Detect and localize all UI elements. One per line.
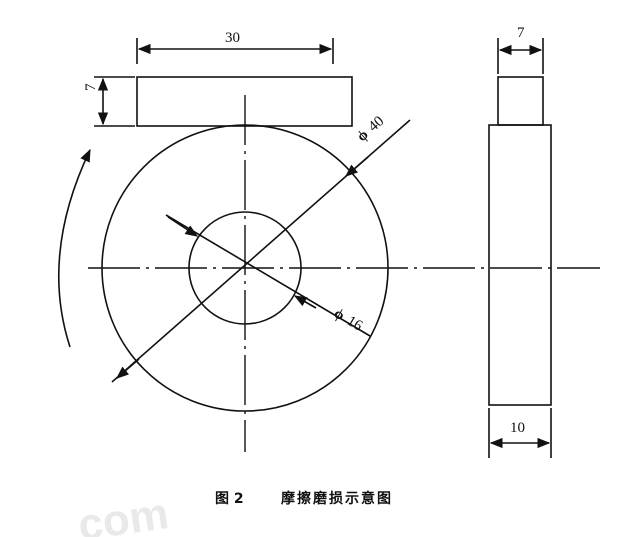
figure-title: 摩擦磨损示意图 xyxy=(281,490,393,507)
center-lines xyxy=(88,95,600,452)
rotation-direction-arrow xyxy=(58,148,91,348)
block-height-dimension xyxy=(94,76,135,127)
disc-thickness-label: 10 xyxy=(510,420,525,436)
side-view-pin xyxy=(497,76,544,126)
pin-width-label: 7 xyxy=(517,25,525,41)
outer-diameter-label: ϕ 40 xyxy=(354,113,387,145)
outer-diameter-dimension xyxy=(111,119,411,383)
figure-number: 图 2 xyxy=(215,491,244,507)
pin-width-dimension xyxy=(497,38,544,74)
block-width-dimension xyxy=(136,38,334,64)
block-width-label: 30 xyxy=(225,30,240,46)
block-height-label: 7 xyxy=(83,83,99,91)
watermark-text: com xyxy=(75,489,171,537)
side-view-disc xyxy=(488,124,552,406)
outer-diameter-value: 40 xyxy=(365,113,387,135)
outer-diameter-symbol: ϕ xyxy=(354,127,372,145)
inner-diameter-dimension xyxy=(165,214,371,337)
disc-thickness-dimension xyxy=(488,408,552,458)
